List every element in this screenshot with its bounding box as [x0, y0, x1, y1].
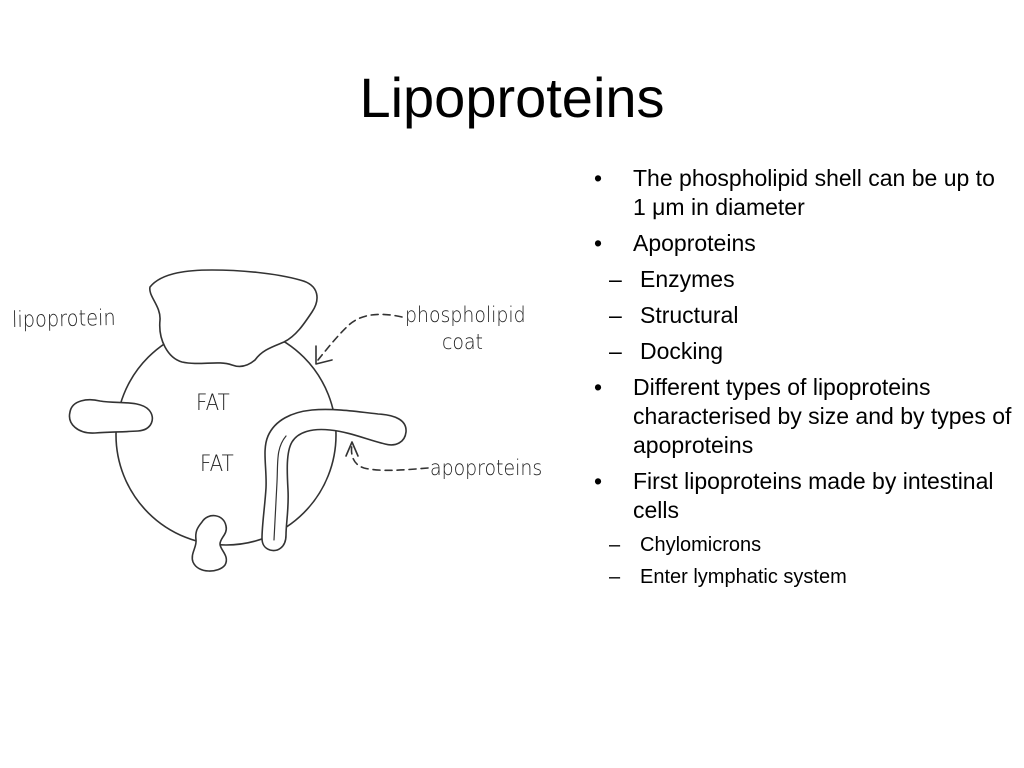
- bullet-list: The phospholipid shell can be up to 1 μm…: [594, 164, 1014, 596]
- bullet-apoproteins: Apoproteins: [594, 229, 1014, 258]
- sub-bullet-structural: Structural: [555, 301, 1014, 330]
- structural-apoprotein: [261, 408, 407, 552]
- fat-label-top: FAT: [196, 391, 230, 416]
- sub-bullet-chylomicrons: Chylomicrons: [555, 532, 1014, 558]
- bullet-lipoprotein-types: Different types of lipoproteins characte…: [594, 373, 1014, 460]
- phospholipid-label: phospholipid: [405, 303, 526, 327]
- bottom-apoprotein-blob: [191, 514, 228, 572]
- fat-label-bottom: FAT: [200, 452, 234, 477]
- slide-title: Lipoproteins: [359, 66, 665, 129]
- lipoprotein-label: lipoprotein: [11, 305, 116, 333]
- sub-bullet-lymphatic: Enter lymphatic system: [555, 564, 1014, 590]
- apoproteins-arrowhead: [345, 441, 359, 457]
- phospholipid-arrow-line: [317, 313, 403, 361]
- lipoprotein-drawing: [68, 269, 429, 572]
- lipoprotein-diagram: lipoprotein phospholipid coat apoprotein…: [11, 269, 543, 572]
- bullet-shell-diameter: The phospholipid shell can be up to 1 μm…: [594, 164, 1014, 222]
- bullet-intestinal-cells: First lipoproteins made by intestinal ce…: [594, 467, 1014, 525]
- sub-bullet-enzymes: Enzymes: [555, 265, 1014, 294]
- top-apoprotein-blob: [149, 269, 318, 368]
- left-apoprotein-blob: [68, 398, 154, 434]
- phospholipid-arrowhead: [315, 345, 333, 365]
- apoproteins-label: apoproteins: [430, 456, 543, 480]
- sub-bullet-docking: Docking: [555, 337, 1014, 366]
- coat-label: coat: [442, 330, 483, 354]
- apoproteins-arrow-line: [350, 443, 429, 472]
